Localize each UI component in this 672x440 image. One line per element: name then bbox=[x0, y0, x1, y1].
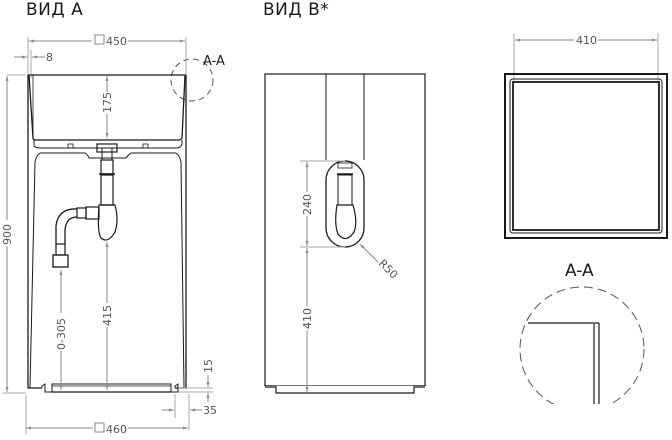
top-view-drawing: 410 bbox=[504, 33, 668, 239]
dim-base-recess-height: 15 bbox=[202, 359, 215, 373]
view-b-drawing: 240 R50 410 bbox=[264, 73, 426, 396]
detail-callout-label: A-A bbox=[203, 54, 225, 69]
dim-opening-radius: R50 bbox=[376, 257, 400, 281]
dim-opening-height: 240 bbox=[301, 194, 314, 215]
view-a-drawing: 450 8 A-A 175 bbox=[1, 34, 225, 436]
dim-basin-depth: 175 bbox=[101, 92, 114, 113]
dim-siphon-height: 415 bbox=[101, 305, 114, 326]
siphon-drawing bbox=[52, 143, 118, 268]
dim-top-width: 450 bbox=[106, 35, 127, 48]
detail-a-a-drawing: A-A bbox=[519, 261, 645, 424]
dim-top-inner-width: 410 bbox=[576, 34, 597, 47]
dim-wall-thickness: 8 bbox=[46, 51, 53, 64]
detail-a-a-title: A-A bbox=[565, 261, 594, 281]
dim-drain-height: 0-305 bbox=[55, 318, 68, 350]
view-a-title: ВИД А bbox=[26, 0, 84, 20]
dim-opening-floor-height: 410 bbox=[301, 308, 314, 329]
dim-base-recess-width: 35 bbox=[203, 404, 217, 417]
dim-bottom-width: 460 bbox=[106, 423, 127, 436]
dim-total-height: 900 bbox=[1, 224, 14, 245]
view-b-title: ВИД В* bbox=[263, 0, 330, 20]
